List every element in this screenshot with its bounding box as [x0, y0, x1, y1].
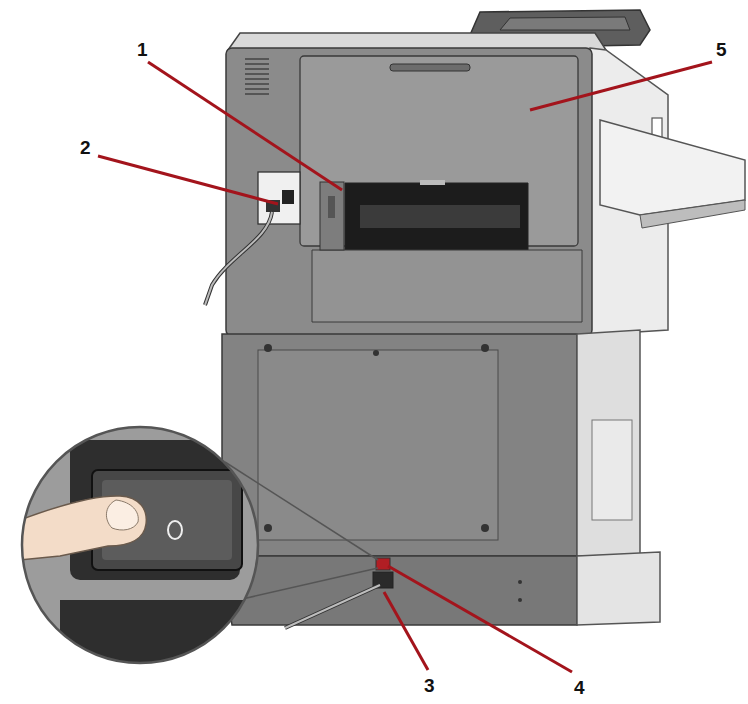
- exit-slot-inner: [360, 205, 520, 228]
- door-handle: [390, 64, 470, 71]
- leader-line: [388, 566, 572, 672]
- lower-cabinet: [222, 334, 577, 556]
- panel-screws: [264, 344, 489, 532]
- callout-number: 5: [716, 40, 727, 59]
- usb-cable: [205, 212, 272, 305]
- port-bay: [258, 172, 300, 224]
- leader-line: [148, 62, 342, 190]
- output-tray: [600, 120, 745, 215]
- magnifier-view: [20, 425, 260, 670]
- output-tray-edge: [640, 200, 745, 228]
- callout-number: 1: [137, 40, 148, 59]
- leader-line: [98, 156, 278, 204]
- cabinet-side: [577, 330, 640, 556]
- slot-tab: [420, 180, 445, 185]
- usb-port: [282, 190, 294, 204]
- base-side: [577, 552, 660, 625]
- usb-cable-core: [205, 212, 272, 305]
- leader-line: [384, 592, 428, 670]
- exit-slot: [345, 183, 528, 250]
- slot-side: [320, 182, 344, 250]
- slot-sensor: [328, 196, 335, 218]
- rear-shelf: [312, 250, 582, 322]
- magnifier-line: [238, 568, 378, 600]
- vent-grille: [245, 58, 269, 95]
- callout-number: 4: [574, 678, 585, 697]
- magnifier-ring: [22, 427, 258, 663]
- cabinet-panel: [258, 350, 498, 540]
- upper-rear-face: [226, 48, 592, 336]
- input-tray-inner: [500, 17, 630, 30]
- callout-number: 2: [80, 138, 91, 157]
- base: [222, 556, 577, 625]
- power-cord-core: [285, 585, 380, 628]
- leader-lines: [98, 62, 712, 672]
- power-cord: [285, 585, 380, 628]
- side-handle: [592, 420, 632, 520]
- leader-line: [530, 62, 712, 110]
- callout-number: 3: [424, 676, 435, 695]
